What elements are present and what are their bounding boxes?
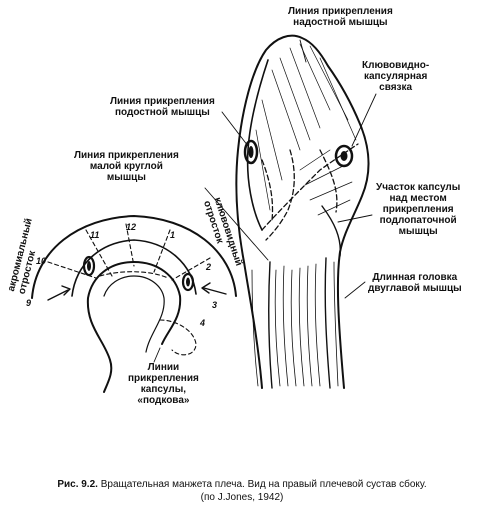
clock-number-2: 2 bbox=[206, 262, 212, 272]
label-subscapularis-capsule: Участок капсулы над местом прикрепления … bbox=[376, 182, 461, 237]
label-infraspinatus: Линия прикрепления подостной мышцы bbox=[110, 96, 215, 118]
caption-figure-number: Рис. 9.2. bbox=[57, 479, 98, 490]
figure-caption: Рис. 9.2. Вращательная манжета плеча. Ви… bbox=[0, 478, 484, 491]
clock-number-11: 11 bbox=[90, 230, 100, 240]
label-capsule-horseshoe: Линии прикрепления капсулы, «подкова» bbox=[128, 362, 199, 406]
clock-number-3: 3 bbox=[212, 300, 218, 310]
label-teres-minor: Линия прикрепления малой круглой мышцы bbox=[74, 150, 179, 183]
clock-number-12: 12 bbox=[126, 222, 137, 232]
clock-number-4: 4 bbox=[200, 318, 206, 328]
clock-number-9: 9 bbox=[26, 298, 32, 308]
figure-source: (по J.Jones, 1942) bbox=[200, 492, 284, 503]
attachment-oval-right bbox=[334, 144, 354, 168]
clock-number-1: 1 bbox=[170, 230, 176, 240]
label-supraspinatus: Линия прикрепления надостной мышцы bbox=[288, 6, 393, 28]
clock-number-10: 10 bbox=[36, 256, 47, 266]
outer-arc bbox=[31, 215, 237, 299]
glenoid-clock-diagram bbox=[31, 215, 237, 393]
head-hatching bbox=[255, 43, 357, 216]
inner-arc bbox=[71, 239, 197, 297]
humerus-drawing bbox=[235, 34, 370, 389]
attachment-oval-left bbox=[243, 139, 259, 165]
leader-lines bbox=[204, 39, 377, 299]
caption-text: Вращательная манжета плеча. Вид на правы… bbox=[100, 479, 427, 490]
horseshoe-oval-left bbox=[82, 255, 96, 277]
shaft-striations bbox=[251, 261, 339, 387]
label-biceps-long-head: Длинная головка двуглавой мышцы bbox=[368, 272, 462, 294]
horseshoe-oval-right bbox=[181, 272, 195, 292]
label-coracohumeral-ligament: Клювовидно- капсулярная связка bbox=[362, 60, 430, 93]
humerus-outline bbox=[235, 34, 370, 389]
